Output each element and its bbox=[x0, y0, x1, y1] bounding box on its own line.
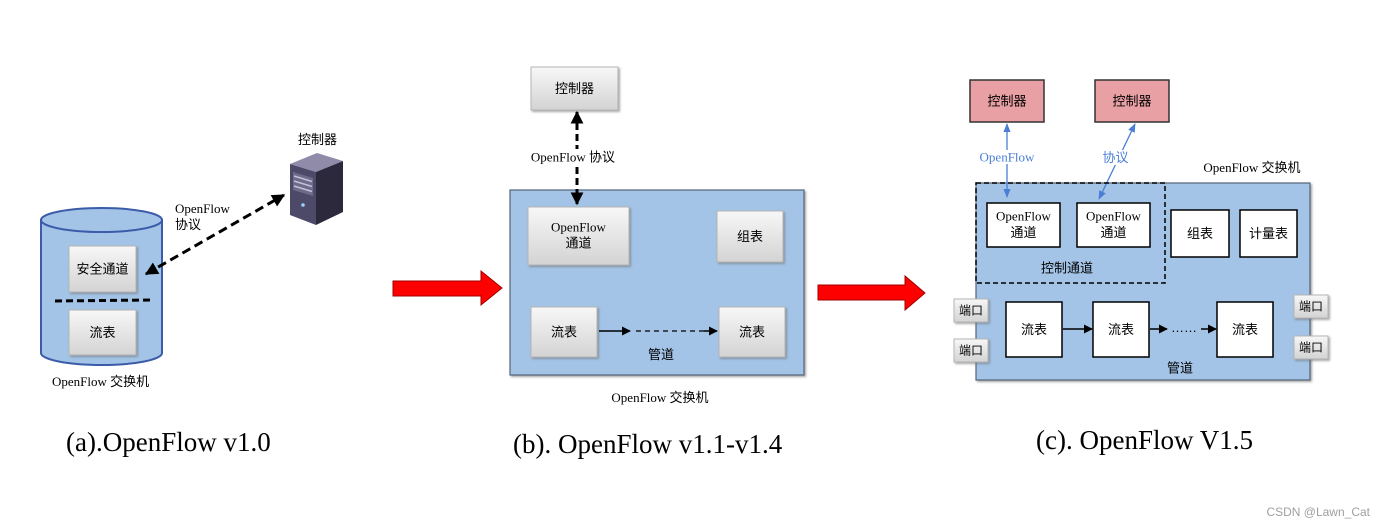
secure-channel-box bbox=[68, 245, 137, 293]
openflow-channel-label-line1: OpenFlow bbox=[551, 220, 607, 235]
server-icon bbox=[290, 153, 343, 225]
port-box-right-1 bbox=[1293, 294, 1329, 319]
secure-channel-label: 安全通道 bbox=[76, 262, 128, 277]
protocol-label-background bbox=[527, 149, 619, 165]
control-channel-label: 控制通道 bbox=[1041, 261, 1093, 276]
openflow-channel-1-line2: 通道 bbox=[1010, 225, 1036, 240]
server-power-led bbox=[301, 203, 305, 207]
protocol-label: OpenFlow 协议 bbox=[531, 150, 615, 165]
panel-b: 控制器 OpenFlow 通道 组表 流表 流表 管道 OpenFlow 协议 … bbox=[509, 66, 805, 459]
port-box-left-2 bbox=[953, 338, 989, 363]
protocol-label-line1: OpenFlow bbox=[175, 201, 231, 216]
switch-label: OpenFlow 交换机 bbox=[52, 374, 149, 389]
transition-arrow-a-to-b bbox=[392, 269, 503, 307]
control-channel-dashed-region bbox=[975, 182, 1166, 284]
flow-table-label-3: 流表 bbox=[1232, 322, 1258, 337]
panel-b-caption: (b). OpenFlow v1.1-v1.4 bbox=[513, 429, 783, 459]
controller-box-2 bbox=[1094, 79, 1170, 123]
openflow-channel-box-2 bbox=[1076, 202, 1151, 248]
openflow-channel-1-line1: OpenFlow bbox=[996, 209, 1052, 224]
flow-table-label: 流表 bbox=[89, 325, 115, 340]
protocol-label-line2: 协议 bbox=[175, 217, 201, 232]
panel-a-caption: (a).OpenFlow v1.0 bbox=[66, 427, 271, 457]
controller-label-2: 控制器 bbox=[1112, 94, 1151, 109]
flow-table-label-1: 流表 bbox=[1021, 322, 1047, 337]
watermark: CSDN @Lawn_Cat bbox=[1266, 505, 1370, 519]
port-label-right-2: 端口 bbox=[1299, 341, 1323, 355]
protocol-label-1: OpenFlow bbox=[980, 150, 1036, 165]
port-box-right-2 bbox=[1293, 335, 1329, 360]
controller-box-1 bbox=[969, 79, 1045, 123]
transition-arrow-b-to-c bbox=[817, 274, 926, 312]
panel-c: 控制器 控制器 OpenFlow 交换机 OpenFlow 协议 OpenFlo… bbox=[953, 79, 1329, 455]
group-table-box bbox=[716, 210, 784, 263]
flow-table-box-3 bbox=[1216, 301, 1274, 358]
meter-table-label: 计量表 bbox=[1249, 226, 1288, 241]
protocol-dashed-arrow bbox=[144, 193, 286, 276]
server-side-face bbox=[316, 161, 343, 225]
controller-label-1: 控制器 bbox=[987, 94, 1026, 109]
server-vent bbox=[293, 180, 313, 188]
flow-table-box-2 bbox=[718, 306, 786, 358]
meter-table-box bbox=[1239, 209, 1298, 258]
port-label-left-1: 端口 bbox=[959, 304, 983, 318]
openflow-channel-box-1 bbox=[986, 202, 1061, 248]
pipeline-label: 管道 bbox=[648, 347, 674, 362]
openflow-channel-label-line2: 通道 bbox=[565, 236, 591, 251]
server-vent bbox=[293, 185, 313, 193]
switch-label: OpenFlow 交换机 bbox=[611, 390, 708, 405]
panel-c-caption: (c). OpenFlow V1.5 bbox=[1036, 425, 1253, 455]
pipeline-ellipsis: …… bbox=[1171, 320, 1197, 335]
openflow-channel-2-line2: 通道 bbox=[1100, 225, 1126, 240]
panel-a: 安全通道 流表 OpenFlow 交换机 OpenFlow 协议 控制器 (a)… bbox=[40, 132, 343, 457]
openflow-channel-2-line1: OpenFlow bbox=[1086, 209, 1142, 224]
protocol-label-2: 协议 bbox=[1102, 150, 1128, 165]
server-top-face bbox=[290, 153, 343, 172]
openflow-channel-box bbox=[527, 206, 630, 266]
controller-label: 控制器 bbox=[298, 132, 337, 147]
flow-table-box-2 bbox=[1092, 301, 1150, 358]
controller-box bbox=[530, 66, 619, 111]
channel-separator-dashed-line bbox=[54, 298, 151, 303]
port-label-right-1: 端口 bbox=[1299, 300, 1323, 314]
switch-label: OpenFlow 交换机 bbox=[1203, 160, 1300, 175]
cylinder-top bbox=[40, 207, 163, 233]
protocol-label-2-background bbox=[1101, 150, 1130, 165]
protocol-label-1-background bbox=[978, 150, 1037, 164]
flow-table-box bbox=[68, 309, 137, 356]
controller-label: 控制器 bbox=[555, 81, 594, 96]
flow-table-box-1 bbox=[1005, 301, 1063, 358]
server-vent bbox=[293, 175, 313, 183]
port-label-left-2: 端口 bbox=[959, 344, 983, 358]
flow-table-box-1 bbox=[530, 306, 598, 358]
group-table-label: 组表 bbox=[1187, 226, 1213, 241]
flow-table-label-1: 流表 bbox=[551, 325, 577, 340]
pipeline-label: 管道 bbox=[1167, 361, 1193, 376]
port-box-left-1 bbox=[953, 298, 989, 323]
flow-table-label-2: 流表 bbox=[1108, 322, 1134, 337]
group-table-label: 组表 bbox=[737, 229, 763, 244]
group-table-box bbox=[1170, 209, 1230, 258]
flow-table-label-2: 流表 bbox=[739, 325, 765, 340]
